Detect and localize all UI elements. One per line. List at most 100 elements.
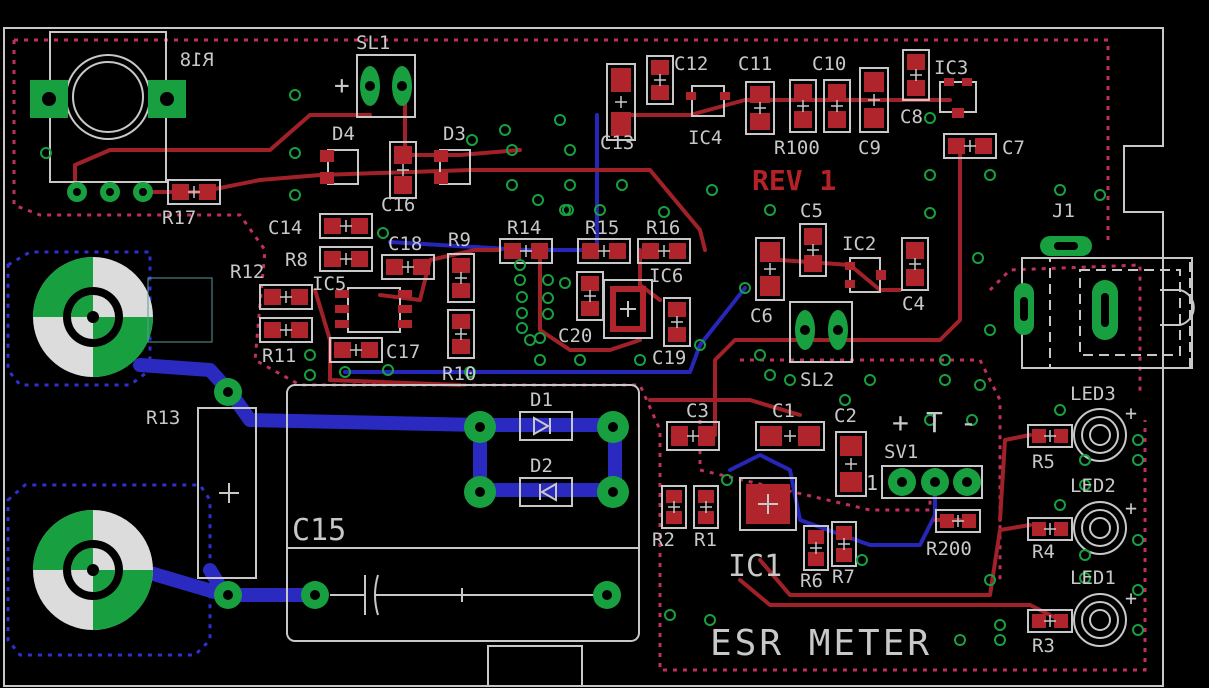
trace-red-13 xyxy=(648,398,802,417)
via xyxy=(40,147,52,159)
via xyxy=(954,634,966,646)
smd-r6 xyxy=(803,525,829,571)
ref-r4: R4 xyxy=(1032,541,1055,563)
via xyxy=(1054,499,1066,511)
via xyxy=(377,227,389,239)
smd-r12 xyxy=(259,284,313,310)
pour-blue-lower xyxy=(6,483,212,657)
led-led1 xyxy=(1073,593,1127,647)
trace-blue-main xyxy=(133,358,622,432)
via xyxy=(542,308,554,320)
via xyxy=(1132,454,1144,466)
smd-c5 xyxy=(799,223,827,277)
led-led2 xyxy=(1073,501,1127,555)
smd-c1 xyxy=(755,421,825,451)
smd-r8 xyxy=(319,246,373,272)
smd-c8 xyxy=(902,49,930,101)
via xyxy=(694,339,706,351)
smd-r5 xyxy=(1027,424,1073,448)
ref-d3: D3 xyxy=(443,123,466,145)
jack-lower xyxy=(33,510,153,630)
via xyxy=(939,374,951,386)
via xyxy=(1054,184,1066,196)
led-led3 xyxy=(1073,408,1127,462)
ref-c1: C1 xyxy=(772,400,795,422)
trace-red-1 xyxy=(73,113,372,192)
ic-ic3 xyxy=(939,78,977,118)
ref-c3: C3 xyxy=(686,400,709,422)
via xyxy=(1132,624,1144,636)
ic-ic4 xyxy=(686,85,730,117)
via xyxy=(499,124,511,136)
led2-plus-label: + xyxy=(1125,496,1137,520)
ref-led3: LED3 xyxy=(1070,383,1116,405)
via xyxy=(516,307,528,319)
smd-r2 xyxy=(661,485,687,529)
ref-d4: D4 xyxy=(332,123,355,145)
via xyxy=(1079,572,1091,584)
smd-r15 xyxy=(577,238,631,264)
ref-c7: C7 xyxy=(1002,137,1025,159)
header-sv1 xyxy=(881,465,983,499)
trace-red-15 xyxy=(638,248,662,302)
pour-mid xyxy=(740,358,1002,580)
ref-r9: R9 xyxy=(448,229,471,251)
smd-r3 xyxy=(1027,609,1073,633)
reference-designators: R18 SL1 D4 D3 C16 R17 C12 C11 C10 IC3 IC… xyxy=(146,32,1116,657)
ic-ic5 xyxy=(335,287,412,333)
sv1-minus-label: - xyxy=(960,406,977,439)
trace-blue-3 xyxy=(728,453,937,547)
ref-c18: C18 xyxy=(388,233,422,255)
via xyxy=(542,274,554,286)
smd-r10 xyxy=(447,309,475,359)
pour-right-inner xyxy=(988,263,1142,395)
via xyxy=(289,89,301,101)
via xyxy=(559,277,571,289)
pour-ic1-area xyxy=(698,420,932,512)
smd-c6 xyxy=(755,237,785,301)
ref-sl2: SL2 xyxy=(800,369,834,391)
ic-ic6 xyxy=(603,279,653,339)
connector-sl2 xyxy=(789,301,853,363)
via xyxy=(534,332,546,344)
smd-r100 xyxy=(789,79,817,133)
ref-led1: LED1 xyxy=(1070,567,1116,589)
via xyxy=(924,414,936,426)
smd-c10 xyxy=(823,79,851,133)
smd-c20 xyxy=(576,271,604,321)
sv1-plus-label: + xyxy=(892,406,909,439)
via xyxy=(658,206,670,218)
smd-c9 xyxy=(859,67,889,133)
via xyxy=(564,179,576,191)
smd-c3 xyxy=(666,421,720,451)
ref-c10: C10 xyxy=(812,53,846,75)
ref-r6: R6 xyxy=(800,570,823,592)
via xyxy=(514,259,526,271)
ref-r17: R17 xyxy=(162,207,196,229)
via xyxy=(506,144,518,156)
via xyxy=(524,334,536,346)
ref-r2: R2 xyxy=(652,529,675,551)
ref-r11: R11 xyxy=(262,345,296,367)
potentiometer-r18 xyxy=(30,31,186,202)
via xyxy=(506,179,518,191)
via xyxy=(559,204,571,216)
ref-ic5: IC5 xyxy=(312,273,346,295)
via xyxy=(554,114,566,126)
trace-red-6 xyxy=(538,258,642,352)
via xyxy=(939,354,951,366)
smd-c4 xyxy=(901,237,929,291)
sv1-t-label: T xyxy=(926,406,943,439)
via xyxy=(664,609,676,621)
ref-c5: C5 xyxy=(800,200,823,222)
board-title: ESR METER xyxy=(710,623,932,664)
via xyxy=(542,292,554,304)
ref-ic1: IC1 xyxy=(728,549,782,584)
trace-red-11 xyxy=(998,433,1032,522)
via xyxy=(784,374,796,386)
via xyxy=(739,282,751,294)
ref-c15: C15 xyxy=(292,513,346,548)
smd-c13 xyxy=(606,63,636,141)
board-outline xyxy=(3,27,1164,687)
